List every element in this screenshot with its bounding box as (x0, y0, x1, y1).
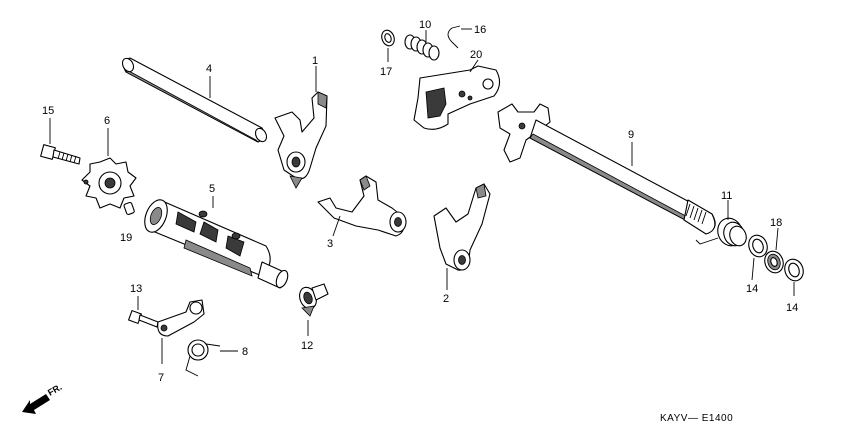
part-15-bolt (40, 144, 81, 165)
part-9-gearshift-spindle (497, 103, 716, 235)
label-14b: 14 (786, 302, 798, 314)
label-8: 8 (242, 346, 248, 358)
part-8-return-spring (185, 339, 221, 377)
part-10-spring (404, 34, 440, 61)
part-4-fork-shaft (121, 57, 268, 143)
label-5: 5 (209, 183, 215, 195)
label-1: 1 (312, 55, 318, 67)
label-4: 4 (206, 63, 212, 75)
part-12-cam-collar (299, 283, 329, 317)
label-20: 20 (470, 49, 482, 61)
diagram-code: KAYV— E1400 (660, 413, 733, 424)
leader-20 (469, 59, 479, 73)
label-10: 10 (419, 19, 431, 31)
leader-14a (751, 257, 755, 281)
part-2-shift-fork (433, 183, 491, 271)
label-3: 3 (327, 238, 333, 250)
part-20-guide-plate (413, 65, 501, 130)
leader-3 (332, 215, 341, 237)
label-16: 16 (474, 24, 486, 36)
label-17: 17 (380, 66, 392, 78)
part-13-bolt (128, 310, 159, 328)
label-18: 18 (770, 217, 782, 229)
front-arrow-label: FR. (46, 382, 64, 398)
label-12: 12 (301, 340, 313, 352)
label-13: 13 (130, 283, 142, 295)
front-direction-arrow: FR. (22, 382, 64, 414)
part-6-drum-stopper-plate (81, 157, 137, 209)
label-9: 9 (628, 129, 634, 141)
part-17-washer (381, 29, 395, 47)
part-18-oil-seal (764, 250, 784, 274)
label-7: 7 (158, 372, 164, 384)
part-16-clip (447, 25, 461, 49)
label-15: 15 (42, 105, 54, 117)
part-14-washer-b (784, 258, 804, 282)
label-14a: 14 (746, 283, 758, 295)
part-3-shift-fork (317, 175, 407, 237)
label-11: 11 (721, 190, 732, 202)
part-1-shift-fork (274, 91, 328, 189)
part-5-shift-drum (144, 199, 289, 289)
part-7-stopper-arm (157, 299, 205, 337)
part-11-return-spring (695, 217, 747, 247)
label-2: 2 (443, 293, 449, 305)
part-19-dowel-pin (123, 201, 135, 215)
leader-18 (775, 227, 779, 251)
label-6: 6 (104, 115, 110, 127)
label-19: 19 (120, 232, 132, 244)
part-14-washer-a (748, 234, 768, 258)
